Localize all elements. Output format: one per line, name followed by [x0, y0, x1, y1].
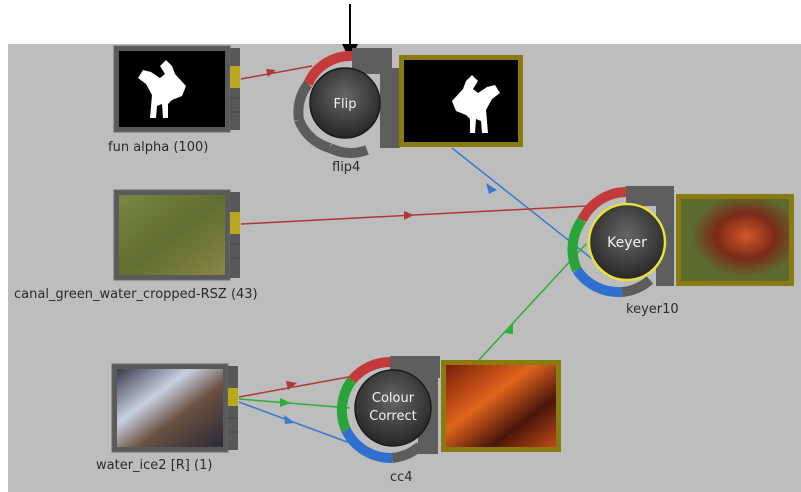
flip-button-label: Flip [334, 97, 357, 112]
colour-correct-node[interactable] [336, 356, 561, 464]
keyer-node-label: keyer10 [626, 302, 679, 317]
flip-node-label: flip4 [332, 160, 361, 175]
wire-ice-to-cc-blue[interactable] [238, 401, 359, 447]
fun-alpha-label: fun alpha (100) [108, 140, 209, 155]
keyer-button-label: Keyer [607, 235, 647, 251]
cc-button-label-line1: Colour [372, 391, 415, 406]
wire-ice-to-cc-red[interactable] [238, 375, 355, 398]
clip-node-water-ice[interactable] [111, 363, 238, 453]
keyer-node[interactable] [567, 186, 794, 298]
wire-fun-alpha-to-flip[interactable] [240, 65, 313, 80]
wire-canal-to-keyer[interactable] [240, 205, 587, 225]
wire-ice-to-cc-green[interactable] [238, 398, 351, 409]
clip-node-fun-alpha[interactable] [113, 45, 240, 133]
cc-node-label: cc4 [390, 470, 413, 485]
clip-node-canal[interactable] [113, 189, 240, 281]
cc-button-label-line2: Correct [369, 409, 416, 424]
water-ice-label: water_ice2 [R] (1) [96, 458, 213, 473]
wire-cc-to-keyer[interactable] [477, 243, 587, 362]
flip-node[interactable] [293, 48, 523, 158]
canal-label: canal_green_water_cropped-RSZ (43) [14, 287, 258, 302]
